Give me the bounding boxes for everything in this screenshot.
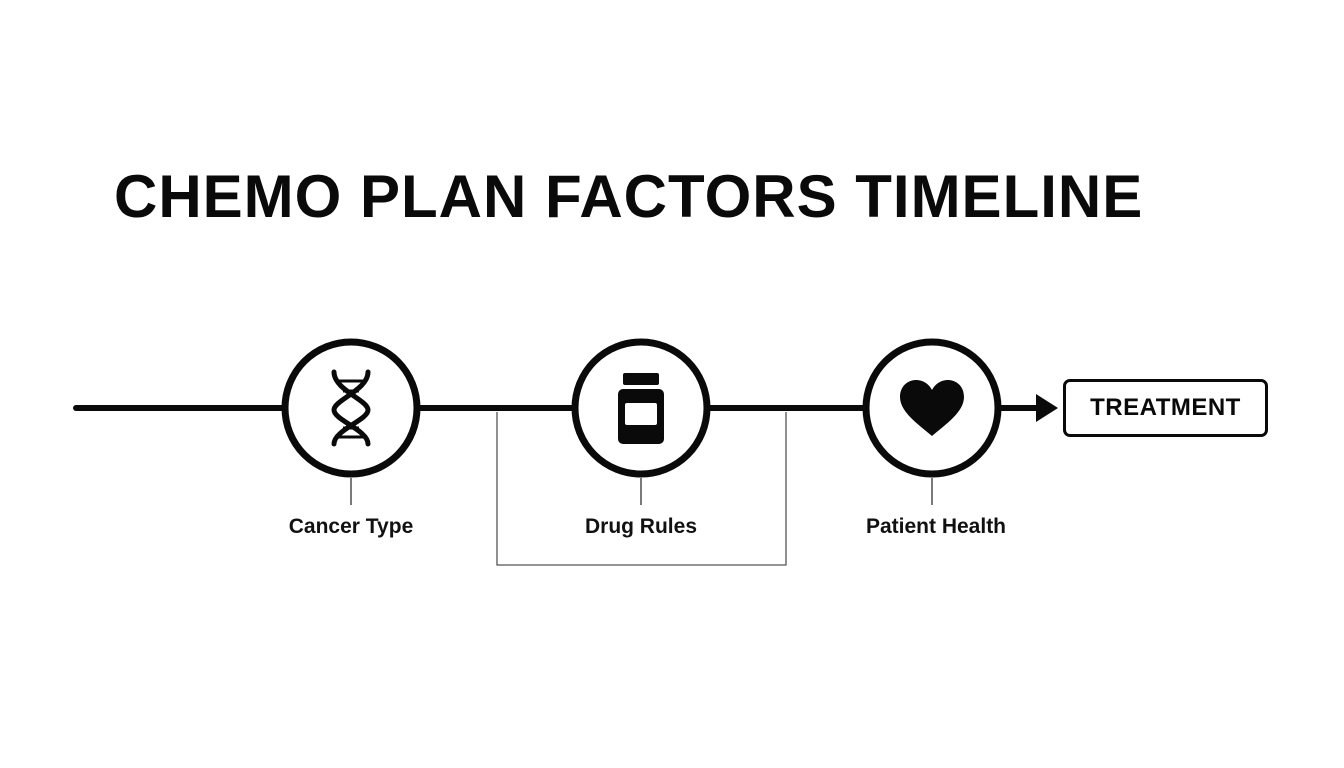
step-label-cancer-type: Cancer Type [288,515,414,538]
timeline-arrowhead-icon [1036,394,1058,422]
heart-icon [900,380,964,436]
treatment-box: TREATMENT [1063,379,1268,437]
pill-bottle-icon [618,373,664,444]
node-cancer-type [281,338,421,478]
diagram-title: CHEMO PLAN FACTORS TIMELINE [114,163,1144,230]
dna-icon [331,369,371,447]
drug-rules-bracket [496,412,787,566]
node-patient-health [862,338,1002,478]
step-label-patient-health: Patient Health [865,515,1007,538]
node-drug-rules [571,338,711,478]
step-label-drug-rules: Drug Rules [584,515,697,538]
treatment-label: TREATMENT [1090,394,1241,421]
